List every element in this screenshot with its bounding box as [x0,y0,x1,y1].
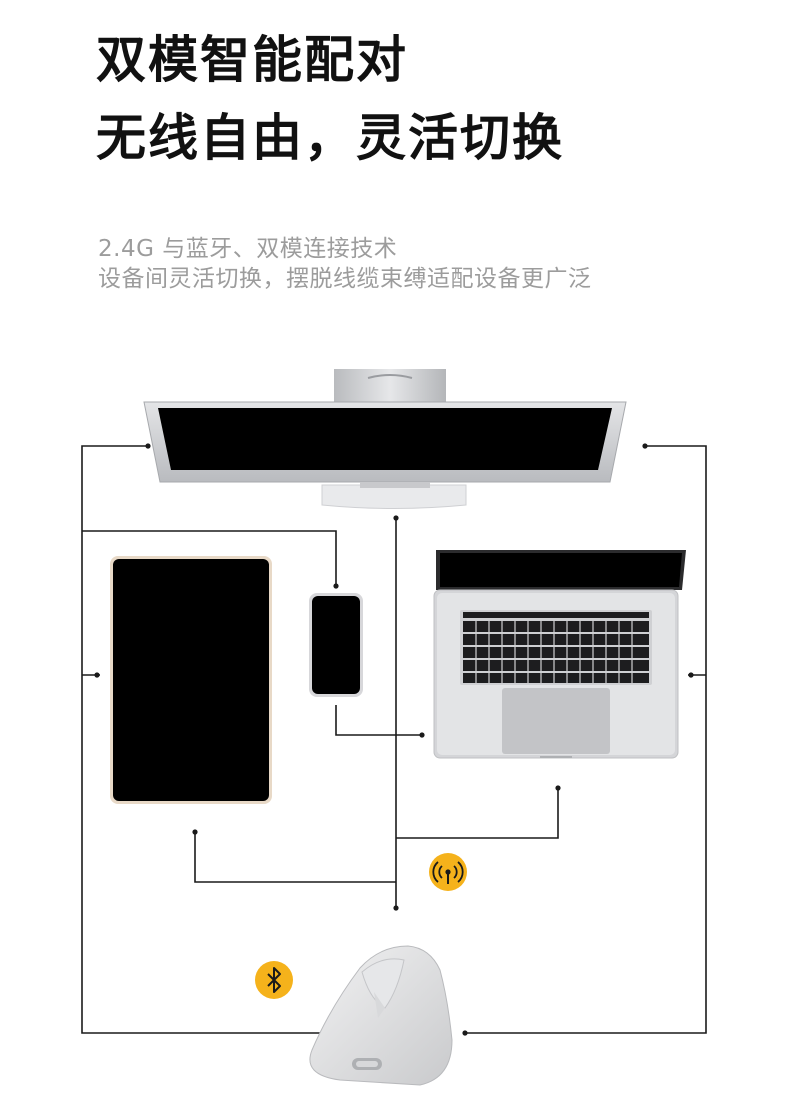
wireless-signal-icon [429,853,467,891]
tablet-device [110,556,272,804]
line-tablet-bottom [194,832,396,883]
bluetooth-icon [255,961,293,999]
monitor-device [143,369,627,509]
headline-line-2: 无线自由，灵活切换 [96,109,564,167]
laptop-device [433,550,686,759]
phone-device [309,593,363,697]
subtitle-line-2: 设备间灵活切换，摆脱线缆束缚适配设备更广泛 [98,266,592,292]
line-left-outer [81,445,326,1034]
line-laptop-bottom [396,788,559,839]
connection-lines [81,445,707,1034]
laptop-keyboard [463,612,649,683]
headline-line-1: 双模智能配对 [96,31,408,89]
subtitle-line-1: 2.4G 与蓝牙、双模连接技术 [98,236,398,262]
line-phone-top [82,530,337,586]
vertical-mouse-device [309,945,453,1086]
line-phone-laptop [335,705,422,736]
line-right-outer [465,445,707,1034]
